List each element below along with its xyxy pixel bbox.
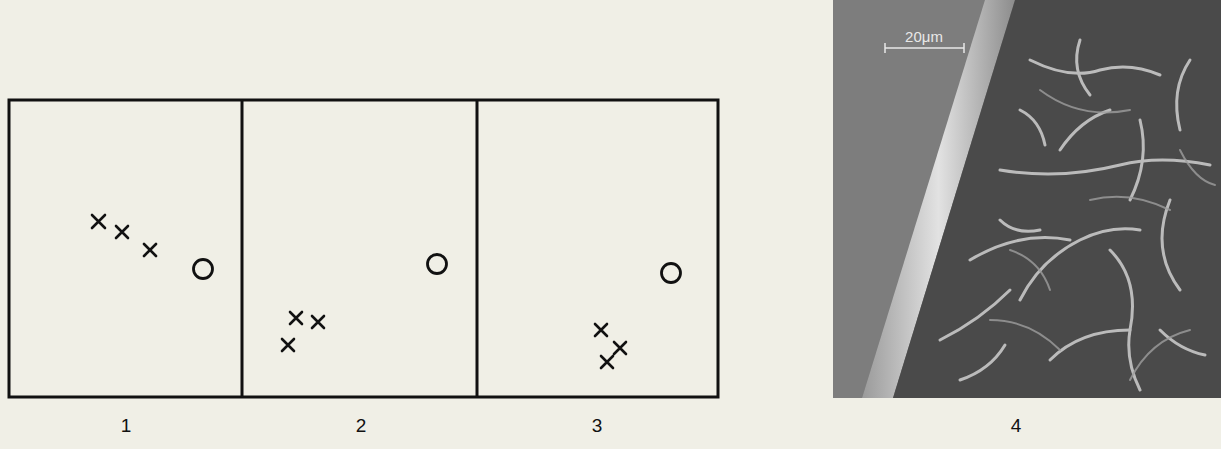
scale-label: 20μm	[905, 29, 943, 44]
panel-number: 2	[356, 416, 367, 435]
x-markers	[92, 215, 626, 368]
micrograph	[833, 0, 1221, 398]
o-markers	[194, 255, 681, 283]
panel-frame	[9, 100, 718, 397]
panel-number: 1	[121, 416, 132, 435]
panel-number: 3	[592, 416, 603, 435]
panel-number: 4	[1011, 416, 1022, 435]
scale-bar	[885, 43, 964, 53]
